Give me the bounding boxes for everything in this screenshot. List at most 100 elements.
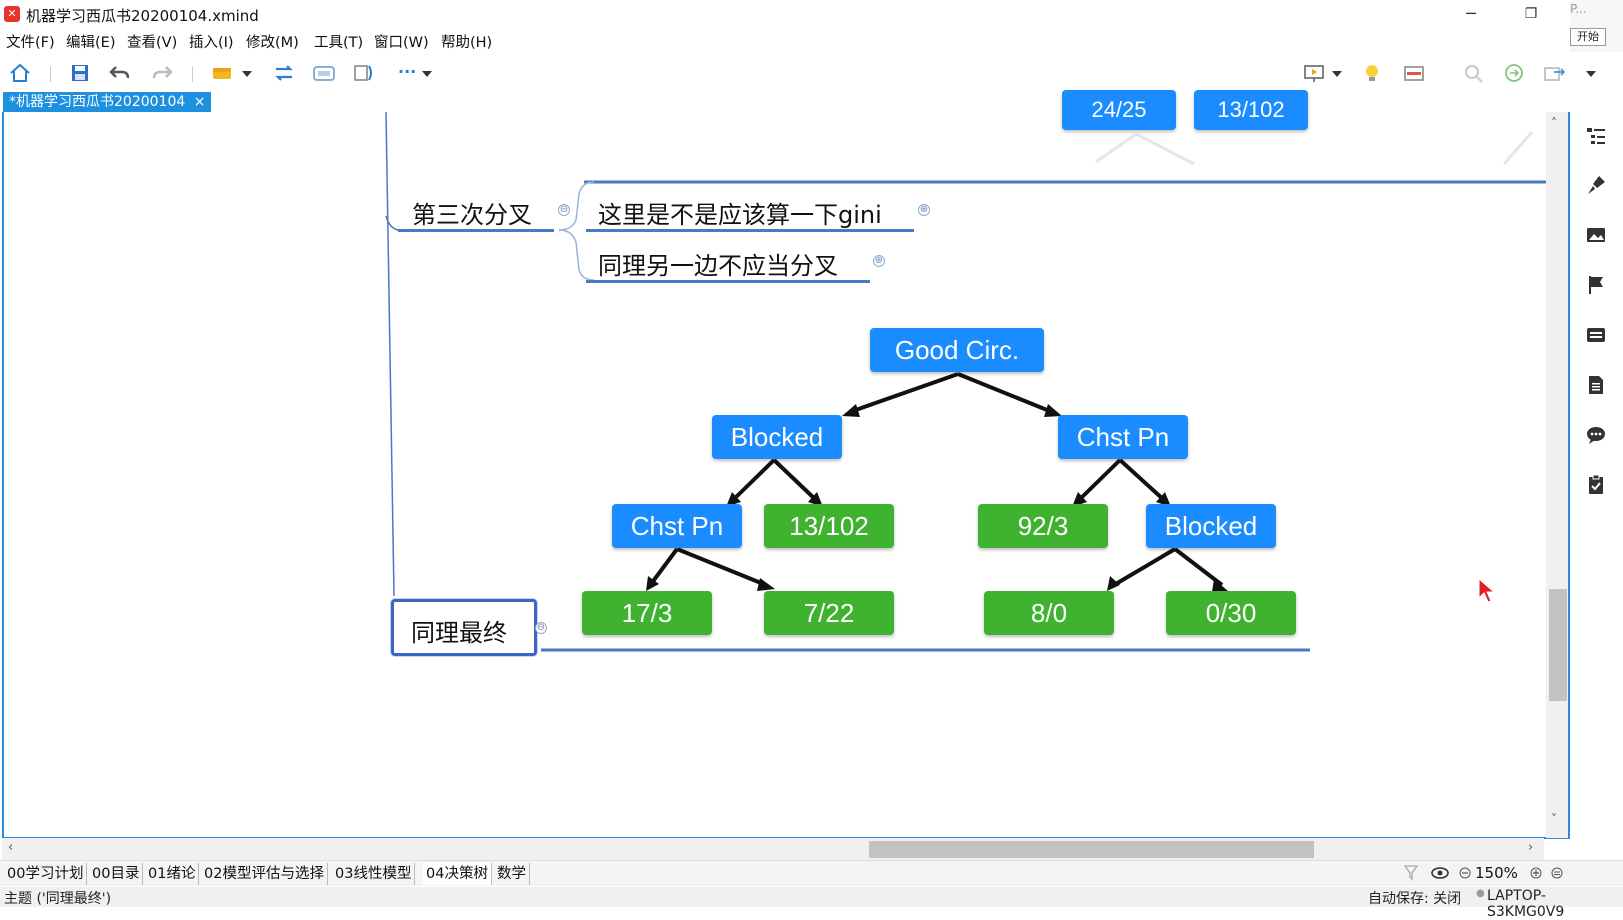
tree-leaf[interactable]: 17/3 (582, 591, 712, 635)
scroll-down-icon[interactable]: ˅ (1551, 812, 1557, 826)
sheet-tab-active[interactable]: 04决策树 (423, 863, 492, 885)
tree-node-blocked[interactable]: Blocked (1146, 504, 1276, 548)
image-icon[interactable] (1585, 224, 1607, 246)
relationship-icon[interactable] (272, 62, 296, 84)
scroll-up-icon[interactable]: ˄ (1551, 116, 1557, 130)
comment-icon[interactable] (1585, 424, 1607, 446)
filter-icon[interactable] (1403, 864, 1419, 882)
home-icon[interactable] (8, 62, 32, 84)
menu-insert[interactable]: 插入(I) (189, 35, 234, 51)
format-brush-icon[interactable] (1585, 174, 1607, 196)
chevron-down-icon[interactable] (420, 62, 434, 84)
horizontal-scroll-thumb[interactable] (869, 841, 1314, 858)
style-icon[interactable] (1585, 324, 1607, 346)
sheet-tab[interactable]: 数学 (494, 863, 530, 885)
subtopic-gini-note[interactable]: 这里是不是应该算一下gini (598, 201, 882, 229)
eye-icon[interactable] (1430, 866, 1450, 880)
outline-icon[interactable] (1585, 125, 1607, 147)
minimize-button[interactable]: ─ (1466, 4, 1476, 23)
tree-node-chst-pn[interactable]: Chst Pn (1058, 415, 1188, 459)
tree-node-partial[interactable]: 13/102 (1194, 90, 1308, 130)
close-tab-icon[interactable]: × (193, 94, 206, 110)
fit-view-icon[interactable] (1551, 867, 1563, 879)
mindmap-canvas[interactable]: 24/25 13/102 第三次分叉 ⊖ 这里是不是应该算一下gini ⊕ 同理… (2, 90, 1570, 839)
scroll-left-icon[interactable]: ‹ (8, 840, 14, 855)
layout-icon[interactable] (1402, 62, 1426, 84)
status-bar: 主题 ('同理最终') 自动保存: 关闭 ● LAPTOP-S3KMG0V9 (0, 887, 1623, 920)
xmind-logo-icon: ✕ (4, 6, 20, 22)
task-icon[interactable] (1585, 474, 1607, 496)
sheet-tab[interactable]: 00学习计划 (4, 863, 88, 885)
status-dot-icon: ● (1476, 888, 1485, 899)
collapse-toggle-icon[interactable]: ⊖ (535, 622, 547, 634)
expand-toggle-icon[interactable]: ⊕ (918, 204, 930, 216)
tree-leaf[interactable]: 0/30 (1166, 591, 1296, 635)
corner-panel: P... 开始 (1570, 0, 1623, 52)
tree-node-blocked[interactable]: Blocked (712, 415, 842, 459)
tree-node-partial[interactable]: 24/25 (1062, 90, 1176, 130)
sheet-tab[interactable]: 03线性模型 (332, 863, 416, 885)
menu-file[interactable]: 文件(F) (6, 35, 55, 51)
chevron-down-icon[interactable] (240, 62, 254, 84)
mouse-cursor-icon (1478, 577, 1496, 603)
share-icon[interactable] (1502, 62, 1526, 84)
connection-lines (385, 111, 1546, 652)
corner-label: P... (1570, 2, 1587, 16)
sheet-tab[interactable]: 00目录 (89, 863, 144, 885)
tree-node-root[interactable]: Good Circ. (870, 328, 1044, 372)
menu-help[interactable]: 帮助(H) (441, 35, 493, 51)
more-icon[interactable]: ··· (398, 62, 417, 81)
expand-toggle-icon[interactable]: ⊕ (873, 255, 885, 267)
status-selected-topic: 主题 ('同理最终') (4, 891, 112, 907)
menu-edit[interactable]: 编辑(E) (66, 35, 116, 51)
search-icon[interactable] (1462, 62, 1486, 84)
collapse-toggle-icon[interactable]: ⊖ (558, 204, 570, 216)
tree-leaf[interactable]: 13/102 (764, 504, 894, 548)
tab-document-label: *机器学习西瓜书20200104 (9, 94, 186, 110)
topic-icon[interactable] (210, 62, 234, 84)
summary-icon[interactable] (352, 62, 376, 84)
chevron-down-icon[interactable] (1584, 62, 1598, 84)
boundary-icon[interactable] (312, 62, 336, 84)
topic-underline (586, 229, 914, 232)
menu-modify[interactable]: 修改(M) (246, 35, 299, 51)
tree-leaf[interactable]: 7/22 (764, 591, 894, 635)
sheet-tab[interactable]: 01绪论 (145, 863, 200, 885)
notes-icon[interactable] (1585, 374, 1607, 396)
save-icon[interactable] (68, 62, 92, 84)
export-icon[interactable] (1542, 62, 1566, 84)
toolbar: ··· (0, 56, 1623, 90)
zoom-in-icon[interactable] (1530, 867, 1542, 879)
topic-third-split[interactable]: 第三次分叉 (412, 201, 532, 229)
status-computer-name: LAPTOP-S3KMG0V9 (1487, 888, 1565, 920)
restore-button[interactable]: ❐ (1524, 6, 1538, 22)
right-side-panel (1570, 112, 1623, 860)
topic-final-selected[interactable]: 同理最终 (391, 599, 537, 656)
menu-window[interactable]: 窗口(W) (374, 35, 429, 51)
zoom-out-icon[interactable] (1459, 867, 1471, 879)
editor-tab-strip: *机器学习西瓜书20200104 × (0, 92, 1623, 112)
chevron-down-icon[interactable] (1330, 62, 1344, 84)
vertical-scroll-thumb[interactable] (1549, 589, 1567, 701)
topic-underline (398, 229, 554, 232)
topic-underline (586, 280, 870, 283)
lightbulb-icon[interactable] (1360, 62, 1384, 84)
sheet-tab[interactable]: 02模型评估与选择 (201, 863, 328, 885)
scroll-right-icon[interactable]: › (1528, 840, 1534, 855)
tab-document[interactable]: *机器学习西瓜书20200104 × (3, 92, 212, 112)
vertical-scrollbar[interactable]: ˄ ˅ (1546, 112, 1568, 838)
flag-icon[interactable] (1585, 274, 1607, 296)
tree-leaf[interactable]: 8/0 (984, 591, 1114, 635)
start-button[interactable]: 开始 (1570, 28, 1606, 46)
presentation-icon[interactable] (1302, 62, 1326, 84)
redo-icon[interactable] (150, 62, 174, 84)
undo-icon[interactable] (108, 62, 132, 84)
tree-node-chst-pn[interactable]: Chst Pn (612, 504, 742, 548)
tree-leaf[interactable]: 92/3 (978, 504, 1108, 548)
status-autosave[interactable]: 自动保存: 关闭 (1368, 891, 1462, 907)
subtopic-other-side-note[interactable]: 同理另一边不应当分叉 (598, 252, 838, 280)
menu-view[interactable]: 查看(V) (127, 35, 178, 51)
menu-tools[interactable]: 工具(T) (314, 35, 364, 51)
window-title: 机器学习西瓜书20200104.xmind (26, 7, 259, 25)
topic-final-label: 同理最终 (411, 619, 507, 647)
